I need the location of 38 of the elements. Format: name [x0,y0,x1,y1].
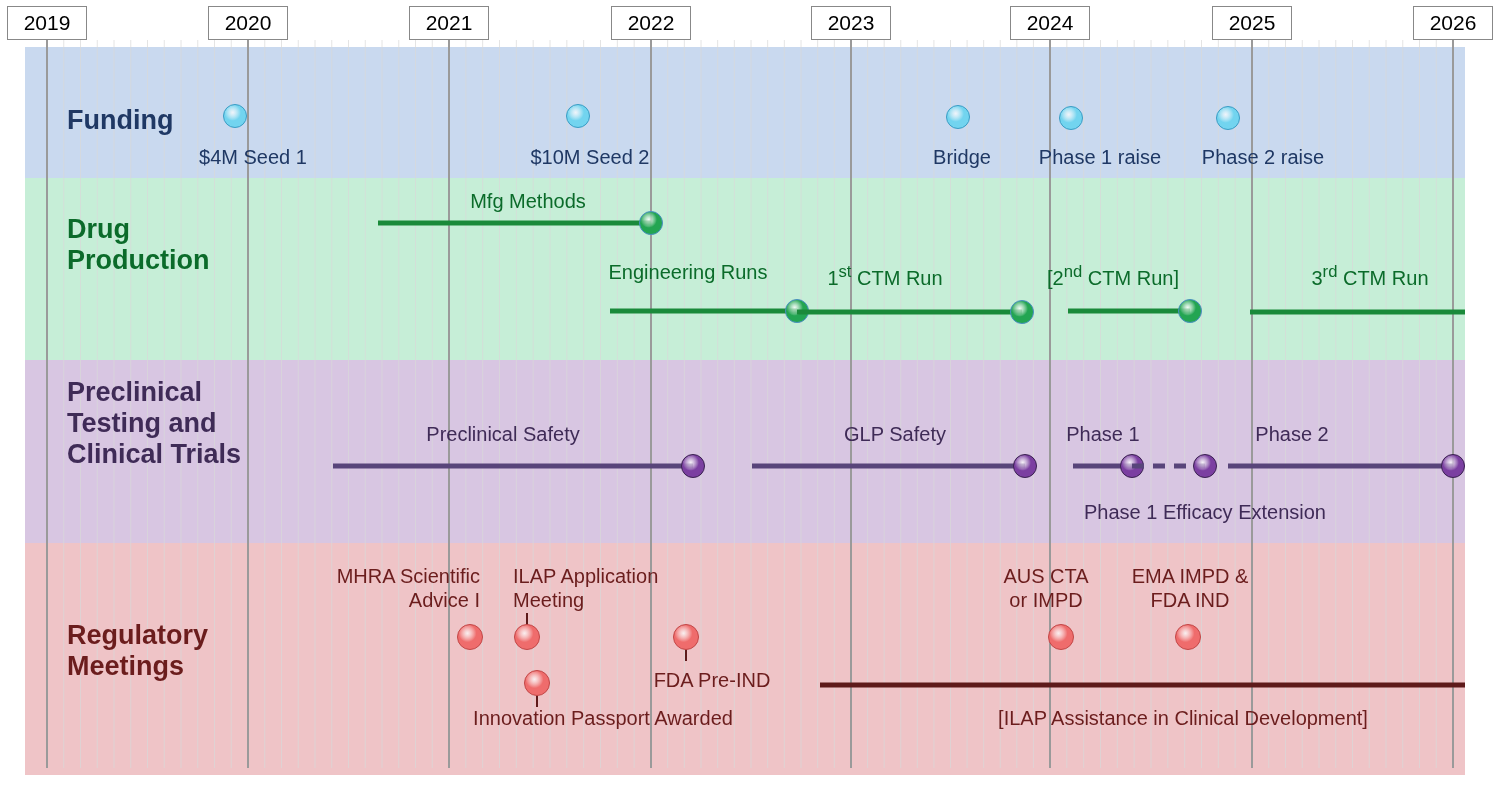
milestone-label: EMA IMPD & FDA IND [1130,564,1250,612]
milestone-label: Mfg Methods [469,189,587,213]
milestone-label: [ILAP Assistance in Clinical Development] [997,706,1369,730]
milestone-label: GLP Safety [843,422,947,446]
milestone-label: FDA Pre-IND [653,668,771,692]
milestone-label: ILAP Application Meeting [513,564,660,612]
lane-heading: Drug Production [67,214,211,276]
milestone-label: Preclinical Safety [425,422,581,446]
year-label: 2025 [1212,6,1292,40]
milestone-label: Phase 1 raise [1038,145,1162,169]
milestone-label: Phase 1 [1065,422,1141,446]
lane-band [25,178,1465,360]
milestone-label: Phase 1 Efficacy Extension [1083,500,1327,524]
year-label: 2020 [208,6,288,40]
milestone-label: Phase 2 raise [1201,145,1325,169]
milestone-label: Engineering Runs [608,260,768,284]
milestone-label: $4M Seed 1 [198,145,308,169]
milestone-label: Phase 2 [1254,422,1330,446]
year-label: 2019 [7,6,87,40]
milestone-label: 1$^{st}$ CTM Run [826,261,944,290]
milestone-label: AUS CTA or IMPD [1002,564,1090,612]
milestone-label: MHRA Scientific Advice I [335,564,480,612]
year-label: 2022 [611,6,691,40]
milestone-label: 3$^{rd}$ CTM Run [1310,261,1430,290]
year-label: 2026 [1413,6,1493,40]
milestone-label: $10M Seed 2 [530,145,650,169]
lane-band [25,543,1465,775]
year-label: 2024 [1010,6,1090,40]
lane-heading: Preclinical Testing and Clinical Trials [67,377,243,470]
milestone-label: Innovation Passport Awarded [472,706,734,730]
lane-heading: Funding [67,105,174,136]
lane-band [25,47,1465,178]
milestone-label: Bridge [932,145,992,169]
year-label: 2023 [811,6,891,40]
year-label: 2021 [409,6,489,40]
lane-band [25,360,1465,543]
lane-heading: Regulatory Meetings [67,620,210,682]
milestone-label: [2$^{nd}$ CTM Run] [1046,261,1180,290]
